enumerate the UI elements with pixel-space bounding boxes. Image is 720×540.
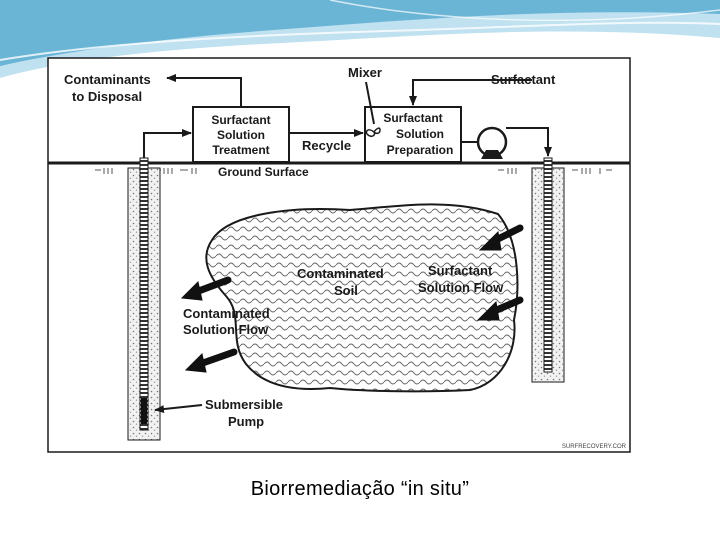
treatment-label-2: Solution (217, 128, 265, 142)
pump-to-well-pipe (506, 127, 552, 157)
surfactant-flow-arrow-2 (476, 296, 524, 321)
pump-pointer (154, 404, 203, 414)
contaminated-flow-label-2: Solution Flow (183, 322, 269, 337)
contaminants-label-1: Contaminants (64, 72, 151, 87)
pump-label-1: Submersible (205, 397, 283, 412)
contaminated-flow-arrow-2 (184, 348, 238, 373)
ground-surface-label: Ground Surface (218, 165, 309, 179)
header-decoration (0, 0, 720, 78)
contaminated-soil (205, 203, 519, 393)
surfactant-flow-arrow-1 (478, 224, 524, 251)
mixer-label: Mixer (348, 65, 382, 80)
pump-label-2: Pump (228, 414, 264, 429)
treatment-label-1: Surfactant (211, 113, 270, 127)
mixer-pointer (365, 81, 375, 125)
treatment-label-3: Treatment (212, 143, 269, 157)
surfactant-flow-label-1: Surfactant (428, 263, 493, 278)
mixer-icon (365, 127, 381, 137)
surfactant-label: Surfactant (491, 72, 556, 87)
preparation-label-1: Surfactant (383, 111, 442, 125)
slide-caption: Biorremediação “in situ” (250, 478, 470, 500)
credit-label: SURFRECOVERY.COR (562, 444, 627, 450)
treatment-to-disposal-pipe (166, 74, 242, 107)
soil-label-1: Contaminated (297, 266, 384, 281)
surfactant-flow-label-2: Solution Flow (418, 280, 504, 295)
well-to-treatment-pipe (143, 129, 192, 158)
injection-well (531, 157, 565, 383)
preparation-box (364, 106, 462, 163)
extraction-well (127, 157, 161, 441)
contaminated-flow-label-1: Contaminated (183, 306, 270, 321)
preparation-label-2: Solution (396, 127, 444, 141)
treatment-box (192, 106, 290, 163)
soil-label-2: Soil (334, 283, 358, 298)
contaminated-flow-arrow-1 (180, 276, 232, 301)
surfactant-feed-pipe (409, 79, 532, 106)
preparation-label-3: Preparation (387, 143, 454, 157)
contaminants-label-2: to Disposal (72, 89, 142, 104)
recycle-label: Recycle (302, 138, 351, 153)
submersible-pump (141, 398, 147, 424)
